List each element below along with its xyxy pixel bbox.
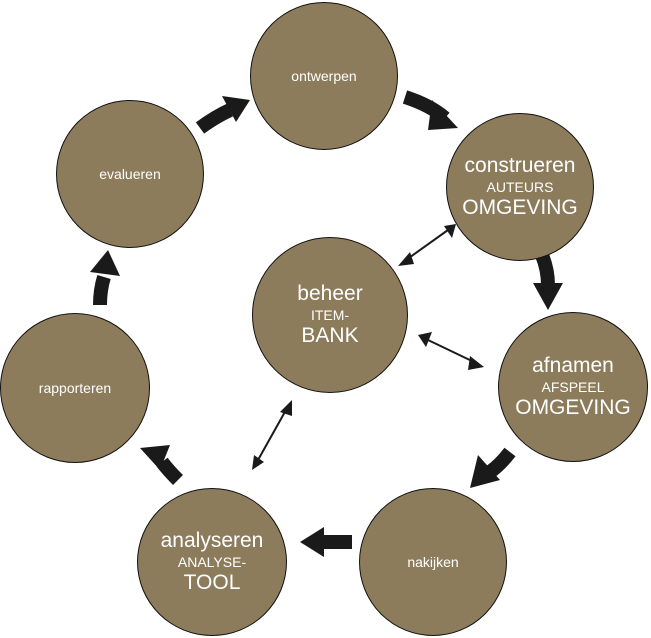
- cycle-arrow-rapporteren-evalueren: [90, 250, 120, 306]
- node-afnamen-big: OMGEVING: [515, 396, 631, 419]
- node-afnamen: afnamen AFSPEEL OMGEVING: [498, 312, 648, 462]
- node-beheer: beheer ITEM- BANK: [252, 237, 408, 393]
- node-construeren-big: OMGEVING: [462, 196, 578, 219]
- node-nakijken-label: nakijken: [407, 554, 459, 570]
- node-analyseren-big: TOOL: [183, 571, 241, 594]
- node-nakijken: nakijken: [359, 488, 507, 636]
- node-evalueren-label: evalueren: [99, 166, 161, 182]
- node-analyseren-sub: ANALYSE-: [177, 554, 247, 570]
- cycle-arrow-analyseren-rapporteren: [140, 445, 183, 485]
- node-rapporteren: rapporteren: [0, 313, 150, 463]
- node-analyseren-title: analyseren: [160, 529, 264, 552]
- double-arrow-beheer-analyseren: [252, 400, 292, 470]
- node-afnamen-sub: AFSPEEL: [541, 379, 605, 395]
- node-rapporteren-label: rapporteren: [38, 380, 112, 396]
- node-beheer-sub: ITEM-: [310, 307, 350, 323]
- cycle-arrow-ontwerpen-construeren: [402, 90, 458, 130]
- cycle-arrow-construeren-afnamen: [533, 252, 563, 310]
- double-arrow-beheer-afnamen: [418, 332, 484, 370]
- node-construeren-sub: AUTEURS: [486, 179, 554, 195]
- cycle-arrow-evalueren-ontwerpen: [195, 96, 250, 134]
- node-afnamen-title: afnamen: [532, 354, 614, 377]
- node-analyseren: analyseren ANALYSE- TOOL: [137, 488, 287, 636]
- node-construeren: construeren AUTEURS OMGEVING: [446, 113, 594, 261]
- node-ontwerpen-label: ontwerpen: [291, 68, 357, 84]
- cycle-arrow-nakijken-analyseren: [300, 527, 352, 557]
- node-ontwerpen: ontwerpen: [250, 2, 398, 150]
- node-beheer-title: beheer: [297, 282, 363, 305]
- double-arrow-beheer-construeren: [398, 224, 456, 266]
- node-construeren-title: construeren: [464, 154, 576, 177]
- node-beheer-big: BANK: [301, 324, 359, 347]
- node-evalueren: evalueren: [56, 100, 204, 248]
- cycle-arrow-afnamen-nakijken: [470, 447, 516, 488]
